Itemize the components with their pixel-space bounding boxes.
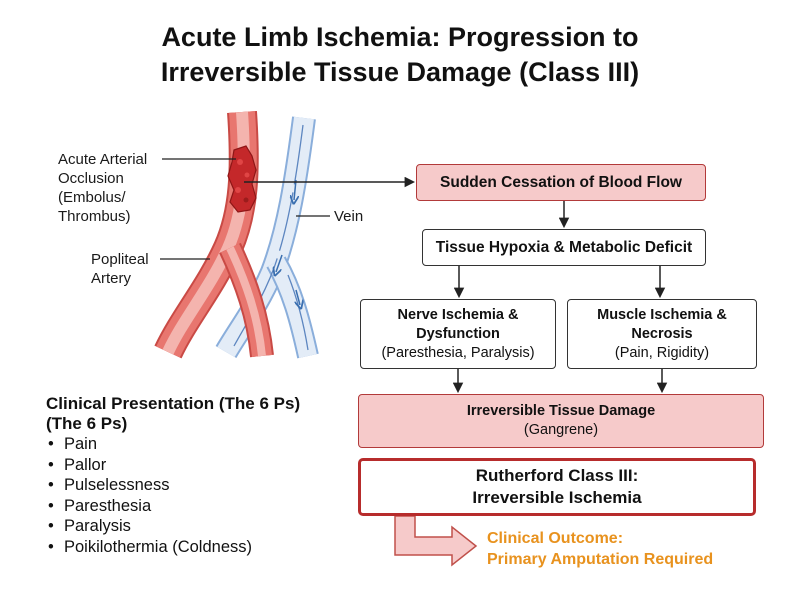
artery-label-line-2: Artery: [91, 270, 132, 287]
occlusion-label: Acute Arterial Occlusion (Embolus/ Throm…: [58, 150, 147, 226]
clinical-presentation: Clinical Presentation (The 6 Ps) (The 6 …: [46, 394, 300, 557]
title-line-1: Acute Limb Ischemia: Progression to: [161, 22, 639, 52]
muscle-title-1: Muscle Ischemia &: [597, 306, 727, 323]
list-item: Paralysis: [46, 516, 300, 537]
title-line-2: Irreversible Tissue Damage (Class III): [160, 57, 640, 87]
clinical-outcome: Clinical Outcome: Primary Amputation Req…: [487, 528, 713, 570]
nerve-title-1: Nerve Ischemia &: [397, 306, 519, 323]
list-item: Poikilothermia (Coldness): [46, 537, 300, 558]
artery-label-line-1: Popliteal: [91, 251, 149, 268]
clinical-heading-2: (The 6 Ps): [46, 414, 128, 433]
damage-detail: (Gangrene): [523, 422, 599, 438]
rutherford-line-2: Irreversible Ischemia: [472, 488, 642, 507]
nerve-title-2: Dysfunction: [416, 325, 500, 342]
vein-label: Vein: [334, 208, 364, 225]
outcome-line-1: Clinical Outcome:: [487, 530, 624, 547]
list-item: Paresthesia: [46, 496, 300, 517]
rutherford-class-box: Rutherford Class III: Irreversible Ische…: [358, 458, 756, 516]
muscle-ischemia-box: Muscle Ischemia & Necrosis (Pain, Rigidi…: [567, 299, 757, 369]
occlusion-clot: [227, 145, 257, 213]
nerve-ischemia-box: Nerve Ischemia & Dysfunction (Paresthesi…: [360, 299, 556, 369]
clinical-heading-1: Clinical Presentation (The 6 Ps): [46, 394, 301, 413]
occlusion-label-line-2: Occlusion: [58, 170, 124, 187]
artery-label: Popliteal Artery: [91, 250, 149, 288]
tissue-damage-box: Irreversible Tissue Damage (Gangrene): [358, 394, 764, 448]
list-item: Pallor: [46, 455, 300, 476]
hypoxia-text: Tissue Hypoxia & Metabolic Deficit: [435, 238, 693, 256]
six-ps-list: Pain Pallor Pulselessness Paresthesia Pa…: [46, 434, 300, 557]
occlusion-label-line-4: Thrombus): [58, 208, 131, 225]
muscle-title-2: Necrosis: [631, 325, 693, 342]
cessation-text: Sudden Cessation of Blood Flow: [440, 173, 682, 191]
outcome-arrow: [394, 515, 478, 567]
rutherford-line-1: Rutherford Class III:: [475, 466, 639, 485]
muscle-detail: (Pain, Rigidity): [614, 344, 710, 361]
page-title: Acute Limb Ischemia: Progression to Irre…: [0, 20, 800, 90]
vein-illustration: [215, 116, 319, 359]
occlusion-label-line-3: (Embolus/: [58, 189, 126, 206]
nerve-detail: (Paresthesia, Paralysis): [381, 344, 535, 361]
occlusion-label-line-1: Acute Arterial: [58, 151, 148, 168]
damage-title: Irreversible Tissue Damage: [466, 403, 656, 419]
outcome-line-2: Primary Amputation Required: [487, 551, 714, 568]
cessation-box: Sudden Cessation of Blood Flow: [416, 164, 706, 201]
list-item: Pain: [46, 434, 300, 455]
hypoxia-box: Tissue Hypoxia & Metabolic Deficit: [422, 229, 706, 266]
list-item: Pulselessness: [46, 475, 300, 496]
